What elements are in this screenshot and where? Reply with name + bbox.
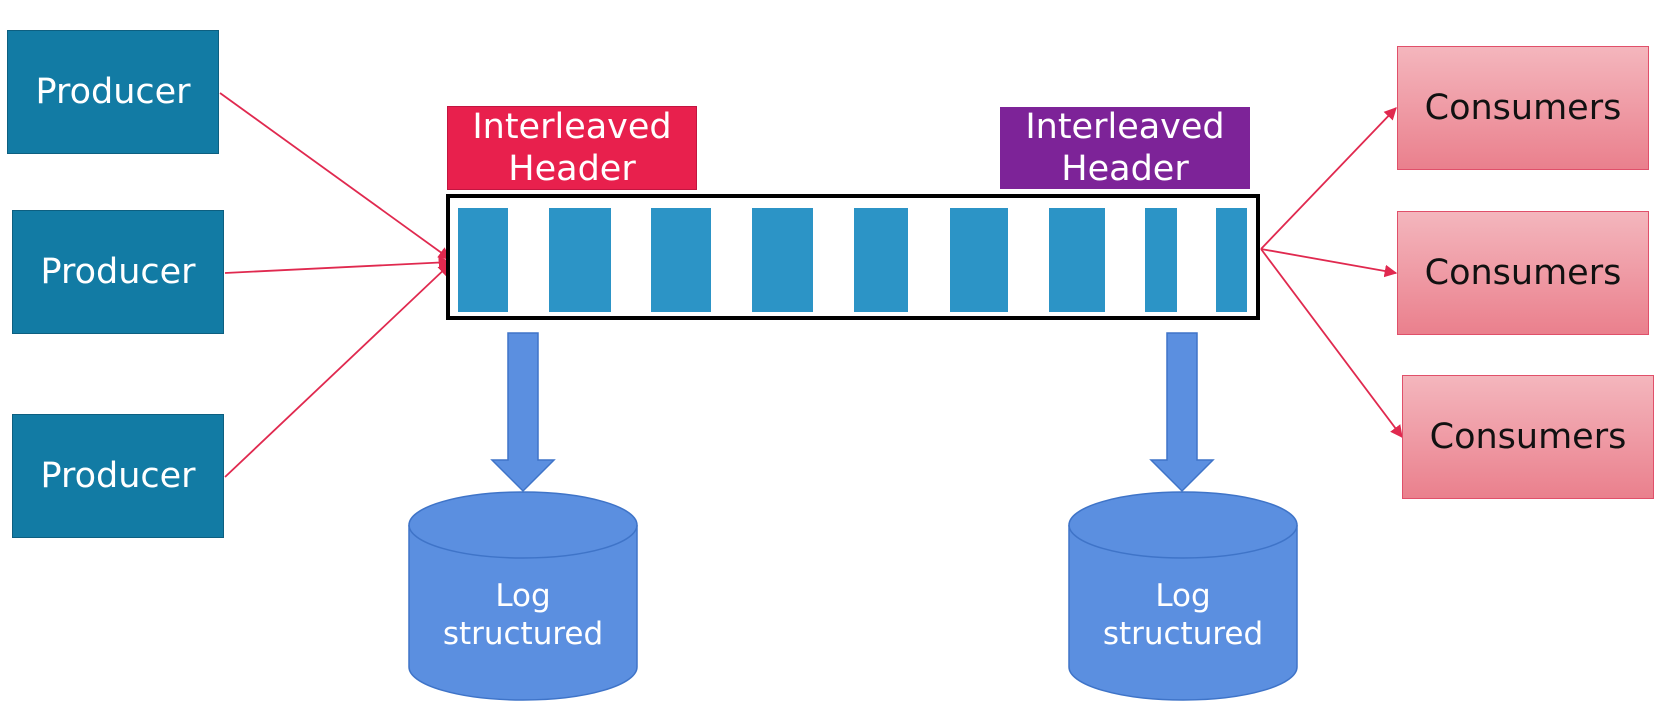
log-label-line2: structured bbox=[442, 616, 604, 652]
queue-slot bbox=[1049, 208, 1105, 312]
producer-label: Producer bbox=[35, 72, 191, 112]
producer-1-arrow bbox=[219, 92, 452, 260]
consumer-label: Consumers bbox=[1424, 253, 1622, 293]
consumer-box-1: Consumers bbox=[1397, 46, 1649, 170]
log-label-line1: Log bbox=[1155, 578, 1211, 614]
queue-slot bbox=[752, 208, 813, 312]
consumer-1-arrow bbox=[1260, 107, 1397, 250]
producer-label: Producer bbox=[40, 456, 196, 496]
log-label-2: Log structured bbox=[1068, 577, 1298, 653]
producer-2-arrow bbox=[224, 256, 452, 274]
log-label-line1: Log bbox=[495, 578, 551, 614]
producer-box-2: Producer bbox=[12, 210, 224, 334]
header-right-line2: Header bbox=[1061, 149, 1189, 189]
consumer-box-2: Consumers bbox=[1397, 211, 1649, 335]
header-left-line1: Interleaved bbox=[472, 107, 672, 147]
producer-box-1: Producer bbox=[7, 30, 219, 154]
consumer-label: Consumers bbox=[1429, 417, 1627, 457]
queue-slot bbox=[458, 208, 508, 312]
consumer-box-3: Consumers bbox=[1402, 375, 1654, 499]
down-arrow-2 bbox=[1149, 332, 1215, 493]
producer-label: Producer bbox=[40, 252, 196, 292]
queue-slot bbox=[1145, 208, 1177, 312]
log-label-line2: structured bbox=[1102, 616, 1264, 652]
consumer-label: Consumers bbox=[1424, 88, 1622, 128]
queue-slot bbox=[950, 208, 1008, 312]
down-arrow-1 bbox=[490, 332, 556, 493]
consumer-2-arrow bbox=[1260, 248, 1398, 278]
producer-box-3: Producer bbox=[12, 414, 224, 538]
message-queue bbox=[446, 194, 1260, 320]
queue-slot bbox=[1216, 208, 1247, 312]
producer-3-arrow bbox=[224, 263, 451, 478]
header-left-line2: Header bbox=[508, 149, 636, 189]
queue-slot bbox=[549, 208, 611, 312]
consumer-3-arrow bbox=[1260, 248, 1403, 439]
queue-slot bbox=[854, 208, 908, 312]
queue-slot bbox=[651, 208, 711, 312]
header-right-line1: Interleaved bbox=[1025, 107, 1225, 147]
interleaved-header-right: Interleaved Header bbox=[1000, 107, 1250, 189]
interleaved-header-left: Interleaved Header bbox=[447, 106, 697, 190]
log-label-1: Log structured bbox=[408, 577, 638, 653]
